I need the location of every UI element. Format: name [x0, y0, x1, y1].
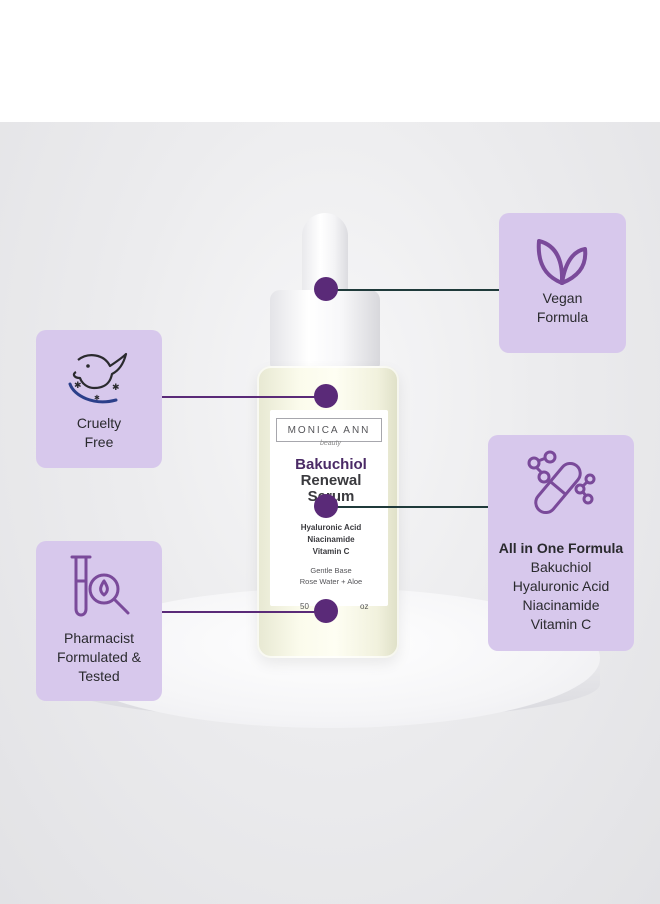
- molecule-capsule-icon: [527, 450, 596, 515]
- label-ingredient: Niacinamide: [307, 535, 355, 544]
- pharma-line2: Formulated &: [56, 649, 142, 665]
- label-volume: 50: [300, 602, 309, 611]
- connector-dot: [314, 494, 338, 518]
- top-white-band: [0, 0, 660, 122]
- feature-card-all-in-one: All in One Formula Bakuchiol Hyaluronic …: [488, 435, 634, 651]
- test-tube-magnifier-icon: [70, 555, 130, 617]
- label-base-line1: Gentle Base: [310, 566, 352, 575]
- svg-text:✱: ✱: [94, 394, 100, 402]
- cruelty-line2: Free: [84, 434, 114, 450]
- connector-line-formula: [336, 506, 488, 508]
- formula-item: Hyaluronic Acid: [512, 578, 610, 594]
- feature-card-pharmacist: Pharmacist Formulated & Tested: [36, 541, 162, 701]
- leaf-icon: [536, 239, 588, 285]
- brand-subtitle: beauty: [320, 440, 342, 447]
- brand-logo: MONICA ANN: [276, 418, 382, 442]
- svg-text:✱: ✱: [74, 381, 82, 391]
- connector-dot: [314, 599, 338, 623]
- cruelty-line1: Cruelty: [76, 415, 122, 431]
- formula-item: Niacinamide: [522, 597, 600, 613]
- leaping-bunny-icon: ✱ ✱ ✱: [68, 352, 128, 404]
- formula-item: Vitamin C: [530, 616, 592, 632]
- dropper-collar: [270, 290, 380, 368]
- connector-line-vegan: [336, 289, 500, 291]
- connector-dot: [314, 277, 338, 301]
- formula-title: All in One Formula: [498, 540, 624, 556]
- connector-dot: [314, 384, 338, 408]
- label-volume-unit: oz: [360, 602, 369, 611]
- label-base-line2: Rose Water + Aloe: [299, 577, 363, 586]
- formula-item: Bakuchiol: [530, 559, 592, 575]
- connector-line-pharma: [160, 611, 332, 613]
- vegan-line2: Formula: [536, 309, 589, 325]
- product-name-line2: Renewal: [300, 472, 362, 489]
- connector-line-cruelty: [160, 396, 332, 398]
- svg-text:✱: ✱: [112, 383, 120, 393]
- label-ingredient: Vitamin C: [312, 547, 350, 556]
- vegan-line1: Vegan: [542, 290, 583, 306]
- feature-card-vegan: Vegan Formula: [499, 213, 626, 353]
- pharma-line1: Pharmacist: [63, 630, 135, 646]
- product-name-line1: Bakuchiol: [295, 456, 367, 473]
- pharma-line3: Tested: [78, 668, 120, 684]
- feature-card-cruelty-free: ✱ ✱ ✱ Cruelty Free: [36, 330, 162, 468]
- label-ingredient: Hyaluronic Acid: [300, 523, 362, 532]
